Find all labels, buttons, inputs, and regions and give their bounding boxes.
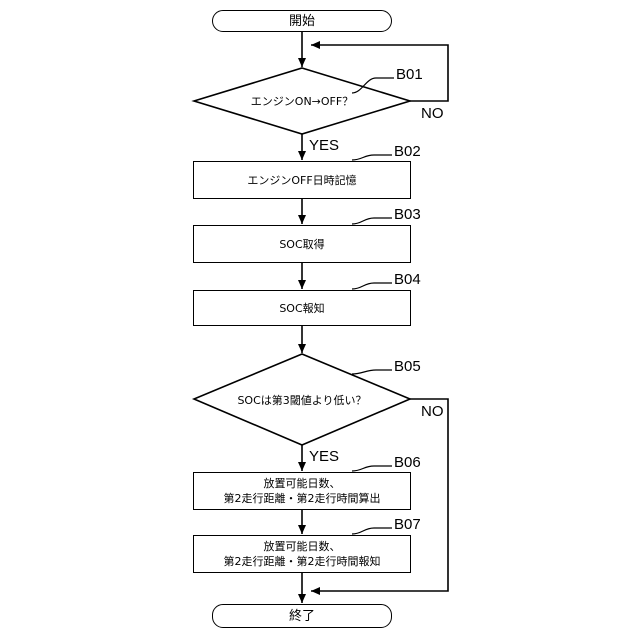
ref-b05: B05 — [394, 358, 421, 375]
leader-b06 — [352, 466, 392, 471]
ref-b02: B02 — [394, 143, 421, 160]
process-b02-text: エンジンOFF日時記憶 — [247, 173, 356, 188]
b05-no-label: NO — [421, 403, 444, 420]
terminal-start-label: 開始 — [289, 14, 315, 29]
ref-b06: B06 — [394, 454, 421, 471]
terminal-end: 終了 — [212, 604, 392, 628]
decision-b05-text: SOCは第3閾値より低い？ — [212, 392, 392, 408]
decision-b01-text: エンジンON→OFF？ — [232, 93, 372, 109]
process-b06-line2: 第2走行距離・第2走行時間算出 — [224, 491, 381, 506]
ref-b07: B07 — [394, 516, 421, 533]
process-b06-text: 放置可能日数、 第2走行距離・第2走行時間算出 — [224, 476, 381, 506]
ref-b03: B03 — [394, 206, 421, 223]
leader-b04 — [352, 283, 392, 289]
b05-yes-label: YES — [309, 448, 339, 465]
leader-b05 — [352, 370, 392, 374]
process-b02: エンジンOFF日時記憶 — [193, 161, 411, 199]
process-b07-line1: 放置可能日数、 — [224, 539, 381, 554]
process-b06: 放置可能日数、 第2走行距離・第2走行時間算出 — [193, 472, 411, 510]
process-b03: SOC取得 — [193, 225, 411, 263]
b01-no-label: NO — [421, 105, 444, 122]
process-b04: SOC報知 — [193, 290, 411, 326]
process-b03-text: SOC取得 — [279, 237, 324, 252]
process-b04-text: SOC報知 — [279, 301, 324, 316]
leader-b03 — [352, 218, 392, 224]
ref-b04: B04 — [394, 271, 421, 288]
leader-b07 — [352, 528, 392, 534]
b01-yes-label: YES — [309, 137, 339, 154]
ref-b01: B01 — [396, 66, 423, 83]
process-b07-text: 放置可能日数、 第2走行距離・第2走行時間報知 — [224, 539, 381, 569]
leader-b02 — [352, 155, 392, 160]
process-b07: 放置可能日数、 第2走行距離・第2走行時間報知 — [193, 535, 411, 573]
terminal-end-label: 終了 — [289, 609, 315, 624]
process-b07-line2: 第2走行距離・第2走行時間報知 — [224, 554, 381, 569]
process-b06-line1: 放置可能日数、 — [224, 476, 381, 491]
terminal-start: 開始 — [212, 10, 392, 32]
